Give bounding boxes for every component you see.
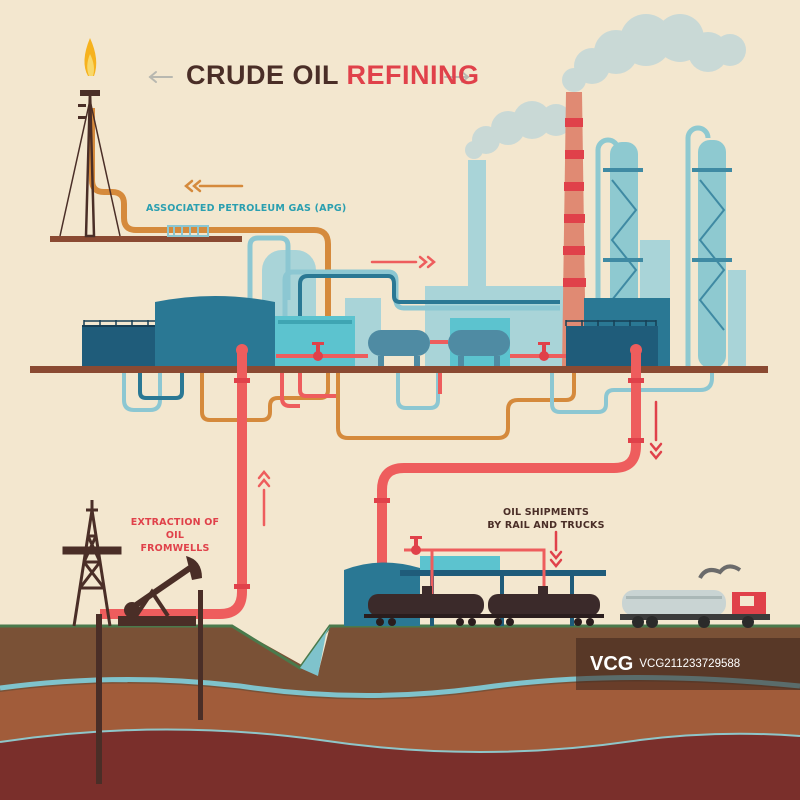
apg-gas-pipe — [89, 108, 331, 366]
dark-pipe-upper — [298, 274, 560, 366]
extraction-label-line2: FROMWELLS — [140, 543, 210, 554]
pipe-network-below — [122, 373, 714, 440]
pump-bore-pipe — [198, 590, 203, 720]
light-pipes-upper — [247, 235, 560, 366]
extraction-label: EXTRACTION OF OIL FROMWELLS — [120, 516, 230, 555]
title-part-crude-oil: CRUDE OIL — [186, 60, 339, 90]
watermark-id: VCG211233729588 — [639, 658, 741, 670]
drilling-derrick — [62, 500, 122, 627]
distillation-column-right — [685, 125, 732, 368]
crude-pipe-from-wells — [100, 344, 250, 619]
shipments-label-line2: BY RAIL AND TRUCKS — [487, 520, 605, 531]
shipments-label: OIL SHIPMENTS BY RAIL AND TRUCKS — [476, 506, 616, 532]
watermark-logo: VCG — [590, 652, 634, 675]
rail-tank-cars — [364, 586, 604, 626]
flow-arrows — [148, 71, 663, 568]
title-part-refining: REFINING — [346, 60, 480, 90]
striped-chimney — [562, 92, 586, 368]
crude-pipe-to-shipping — [374, 344, 644, 566]
extraction-label-line1: EXTRACTION OF OIL — [130, 517, 220, 541]
refinery-platform — [30, 366, 768, 373]
well-bore-pipe — [96, 614, 102, 784]
apg-label: ASSOCIATED PETROLEUM GAS (APG) — [146, 203, 347, 214]
page-title: CRUDE OIL REFINING — [186, 60, 480, 91]
smoke-clouds — [465, 14, 746, 159]
capsule-tanks — [368, 330, 510, 368]
tanker-truck — [620, 564, 770, 628]
shipments-label-line1: OIL SHIPMENTS — [502, 507, 590, 518]
pumpjack — [118, 556, 202, 626]
valves — [312, 342, 550, 361]
watermark-badge: VCG VCG211233729588 — [576, 638, 800, 690]
flare-rig — [50, 38, 242, 242]
